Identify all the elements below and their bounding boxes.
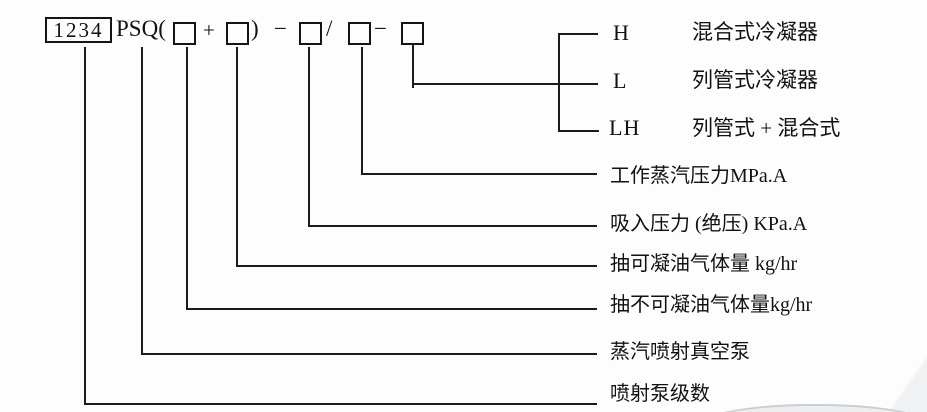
leader-vline-stage-count — [84, 47, 86, 404]
label-pump-type: 蒸汽喷射真空泵 — [610, 341, 750, 363]
bottom-edge-artifact — [690, 404, 927, 412]
slash-sign: / — [326, 16, 333, 41]
leader-vline-pump-type — [141, 47, 143, 355]
placeholder-box-5 — [401, 22, 424, 45]
stage-count-box: 1234 — [45, 17, 112, 43]
condenser-label-h: 混合式冷凝器 — [692, 20, 818, 44]
leader-hline-pump-type — [141, 353, 597, 355]
label-working-steam-pressure: 工作蒸汽压力MPa.A — [610, 165, 788, 187]
condenser-code-l: L — [613, 68, 628, 93]
branch-hline-h — [558, 33, 598, 35]
branch-hline-in — [412, 83, 598, 85]
leader-hline-suction-pressure — [308, 225, 597, 227]
leader-vline-suction-pressure — [308, 47, 310, 226]
dash-2: − — [374, 16, 387, 41]
leader-hline-steam-pressure — [361, 173, 597, 175]
label-condensable-load: 抽可凝油气体量 kg/hr — [610, 253, 798, 275]
dash-1: − — [274, 16, 287, 41]
leader-vline-condenser — [412, 45, 414, 88]
branch-hline-lh — [558, 130, 599, 132]
condenser-label-l: 列管式冷凝器 — [692, 68, 818, 92]
leader-vline-noncondensable — [186, 47, 188, 309]
condenser-code-lh: LH — [609, 115, 641, 140]
label-suction-pressure: 吸入压力 (绝压) KPa.A — [610, 213, 808, 235]
leader-hline-stage-count — [84, 403, 597, 405]
placeholder-box-4 — [348, 22, 371, 45]
model-prefix: PSQ( — [116, 16, 166, 41]
label-noncondensable-load: 抽不可凝油气体量kg/hr — [610, 294, 813, 316]
stage-count-value: 1234 — [53, 17, 104, 42]
branch-trunk — [558, 33, 560, 132]
leader-hline-condensable — [236, 265, 597, 267]
label-stage-count: 喷射泵级数 — [610, 383, 710, 405]
placeholder-box-2 — [226, 22, 249, 45]
condenser-label-lh: 列管式 + 混合式 — [692, 116, 841, 140]
plus-sign: + — [203, 18, 215, 42]
close-paren: ) — [251, 16, 259, 41]
page-corner-shading — [858, 286, 927, 412]
leader-hline-noncondensable — [186, 308, 597, 310]
condenser-code-h: H — [613, 20, 630, 45]
leader-vline-condensable — [236, 47, 238, 266]
placeholder-box-1 — [173, 22, 196, 45]
placeholder-box-3 — [299, 22, 322, 45]
leader-vline-steam-pressure — [361, 47, 363, 174]
